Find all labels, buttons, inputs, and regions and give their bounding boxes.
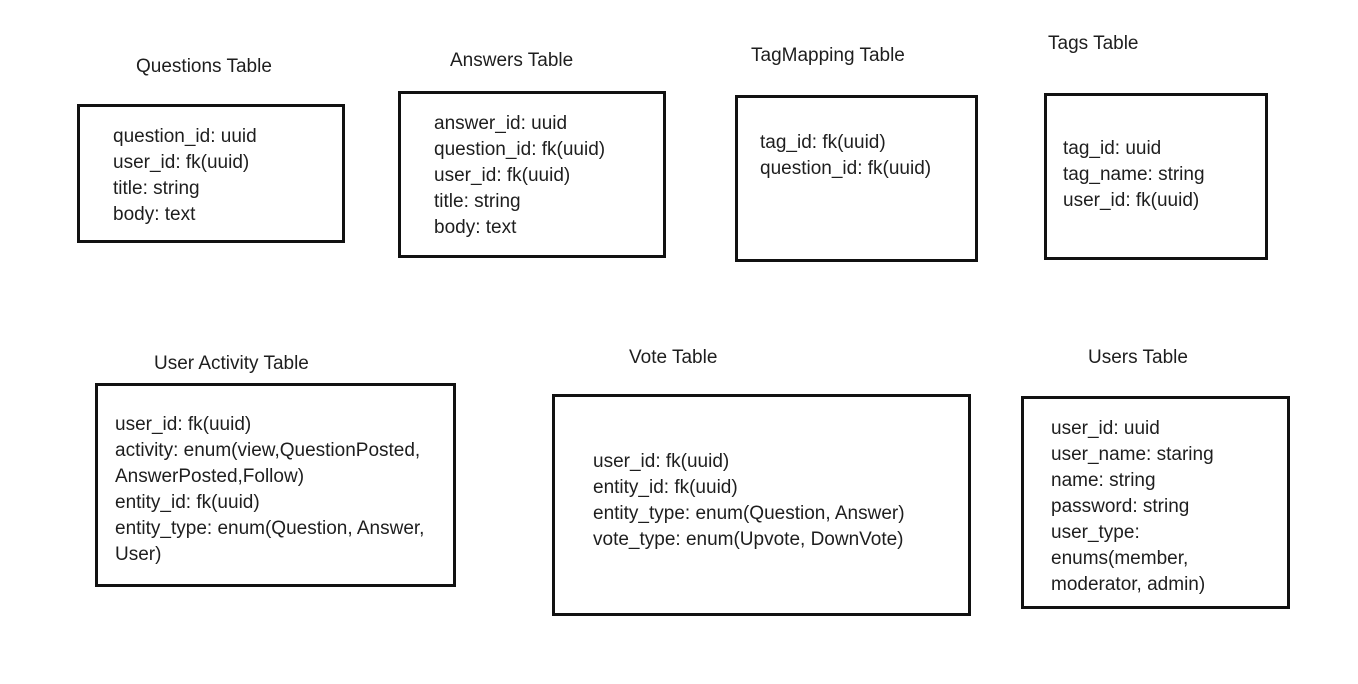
vote-table-fields: user_id: fk(uuid) entity_id: fk(uuid) en…: [593, 449, 905, 553]
user-activity-table-title: User Activity Table: [154, 353, 309, 374]
field-entity-id: entity_id: fk(uuid): [115, 492, 260, 513]
questions-table-box: question_id: uuid user_id: fk(uuid) titl…: [77, 104, 345, 243]
field-user-type-enum: enums(member,: [1051, 548, 1189, 569]
field-body: body: text: [434, 217, 517, 238]
field-activity: activity: enum(view,QuestionPosted,: [115, 440, 421, 461]
tagmapping-table-title: TagMapping Table: [751, 45, 905, 66]
vote-table-box: user_id: fk(uuid) entity_id: fk(uuid) en…: [552, 394, 971, 616]
field-title: title: string: [434, 191, 521, 212]
field-tag-name: tag_name: string: [1063, 164, 1205, 185]
user-activity-table-fields: user_id: fk(uuid) activity: enum(view,Qu…: [115, 412, 424, 568]
field-entity-type: entity_type: enum(Question, Answer): [593, 503, 905, 524]
vote-table-title: Vote Table: [629, 347, 718, 368]
tagmapping-table-fields: tag_id: fk(uuid) question_id: fk(uuid): [760, 130, 931, 182]
field-body: body: text: [113, 204, 196, 225]
tags-table-title: Tags Table: [1048, 33, 1139, 54]
field-vote-type: vote_type: enum(Upvote, DownVote): [593, 529, 904, 550]
tags-table-box: tag_id: uuid tag_name: string user_id: f…: [1044, 93, 1268, 260]
answers-table-box: answer_id: uuid question_id: fk(uuid) us…: [398, 91, 666, 258]
questions-table-title: Questions Table: [136, 56, 272, 77]
field-user-name: user_name: staring: [1051, 444, 1214, 465]
field-tag-id: tag_id: fk(uuid): [760, 132, 886, 153]
field-name: name: string: [1051, 470, 1156, 491]
field-question-id: question_id: fk(uuid): [760, 158, 932, 179]
field-user-type-enum-cont: moderator, admin): [1051, 574, 1206, 595]
answers-table-fields: answer_id: uuid question_id: fk(uuid) us…: [434, 111, 605, 241]
field-entity-type: entity_type: enum(Question, Answer,: [115, 518, 425, 539]
field-activity-cont: AnswerPosted,Follow): [115, 466, 305, 487]
field-entity-id: entity_id: fk(uuid): [593, 477, 738, 498]
users-table-fields: user_id: uuid user_name: staring name: s…: [1051, 416, 1214, 598]
field-question-id: question_id: uuid: [113, 126, 257, 147]
field-user-type: user_type:: [1051, 522, 1140, 543]
user-activity-table-box: user_id: fk(uuid) activity: enum(view,Qu…: [95, 383, 456, 587]
field-user-id: user_id: uuid: [1051, 418, 1160, 439]
field-user-id: user_id: fk(uuid): [115, 414, 252, 435]
field-user-id: user_id: fk(uuid): [1063, 190, 1200, 211]
users-table-title: Users Table: [1088, 347, 1188, 368]
answers-table-title: Answers Table: [450, 50, 574, 71]
users-table-box: user_id: uuid user_name: staring name: s…: [1021, 396, 1290, 609]
field-password: password: string: [1051, 496, 1190, 517]
field-entity-type-cont: User): [115, 544, 162, 565]
tags-table-fields: tag_id: uuid tag_name: string user_id: f…: [1063, 136, 1205, 214]
field-tag-id: tag_id: uuid: [1063, 138, 1162, 159]
field-user-id: user_id: fk(uuid): [593, 451, 730, 472]
field-user-id: user_id: fk(uuid): [434, 165, 571, 186]
questions-table-fields: question_id: uuid user_id: fk(uuid) titl…: [113, 124, 257, 228]
field-user-id: user_id: fk(uuid): [113, 152, 250, 173]
tagmapping-table-box: tag_id: fk(uuid) question_id: fk(uuid): [735, 95, 978, 262]
field-title: title: string: [113, 178, 200, 199]
field-answer-id: answer_id: uuid: [434, 113, 568, 134]
field-question-id: question_id: fk(uuid): [434, 139, 606, 160]
